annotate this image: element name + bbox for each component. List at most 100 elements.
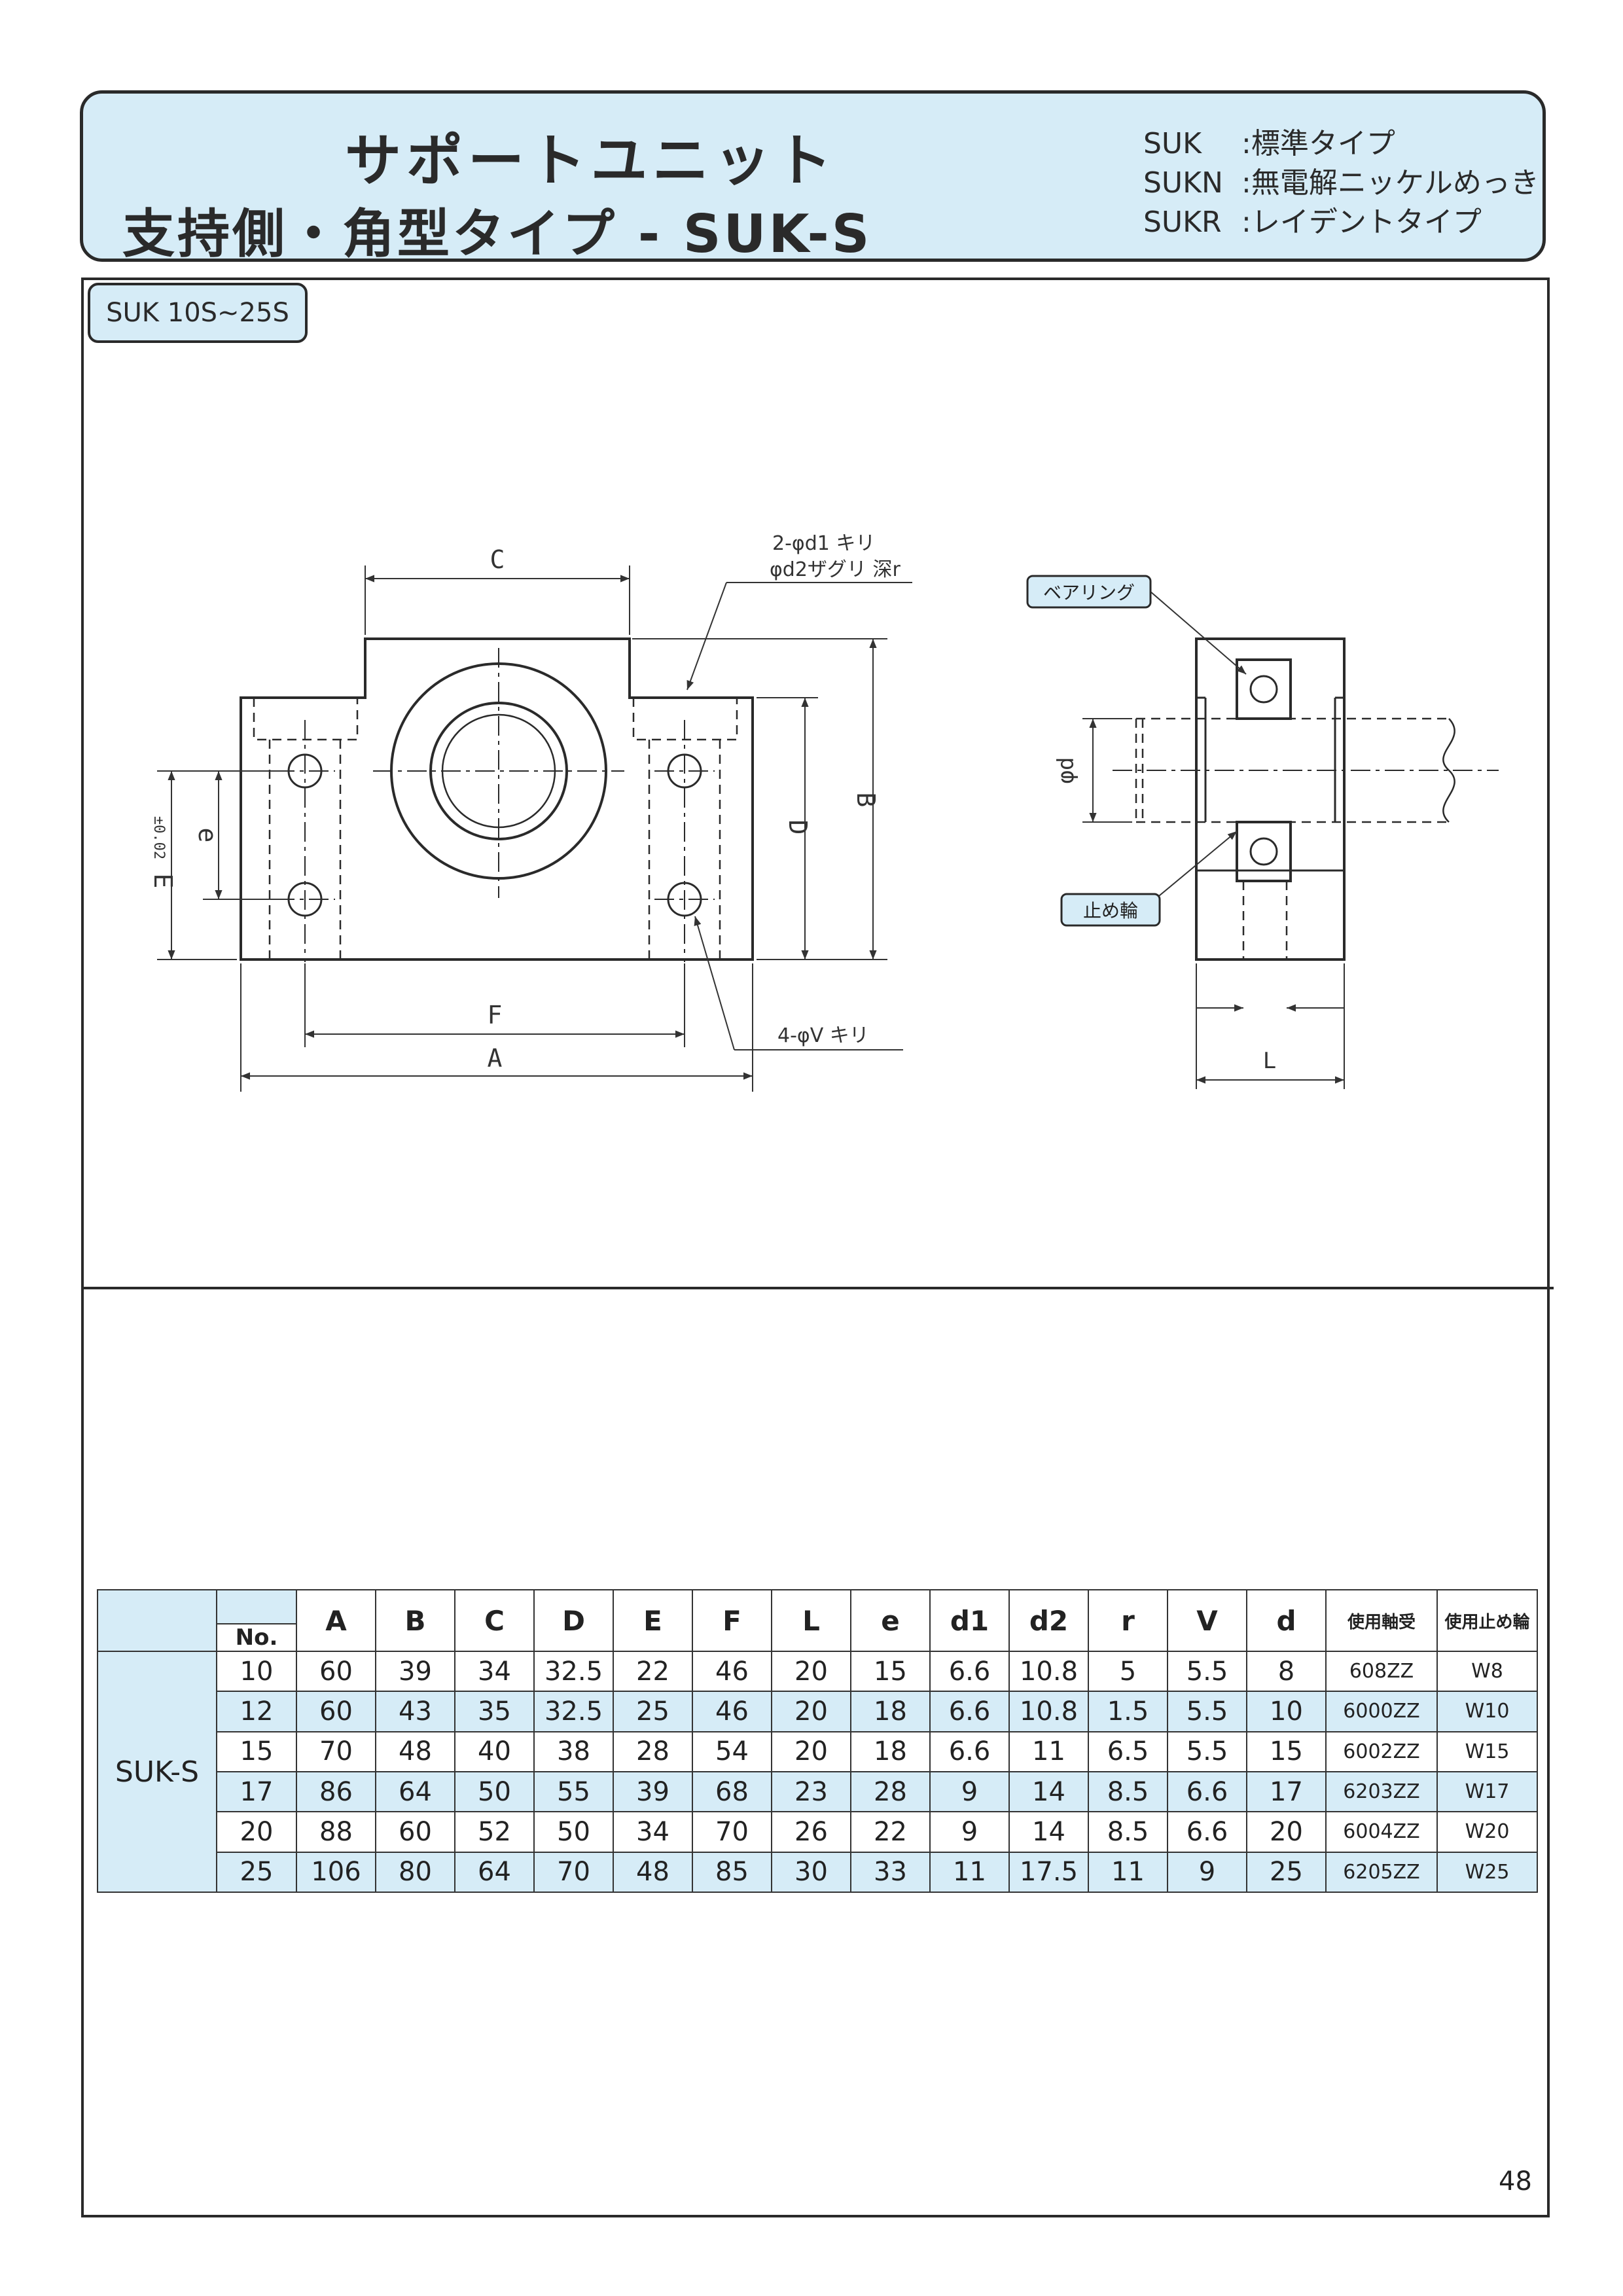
header-blank-top [216, 1589, 297, 1624]
table-cell: 60 [375, 1811, 455, 1853]
col-header: V [1167, 1589, 1247, 1652]
table-cell: 6.6 [1167, 1811, 1247, 1853]
spec-table: A B C D E F L e d1 d2 r V d 使用軸受 使用止め輪 N… [97, 1589, 1538, 1893]
variant-list: SUK:標準タイプ SUKN:無電解ニッケルめっき SUKR:レイデントタイプ [1143, 120, 1539, 239]
table-cell: 46 [692, 1691, 772, 1732]
dim-label-f: F [488, 1001, 503, 1030]
table-cell: 5.5 [1167, 1650, 1247, 1693]
table-cell: 6.6 [929, 1691, 1010, 1732]
model-range-label: SUK 10S~25S [88, 283, 308, 343]
table-cell: 40 [454, 1731, 535, 1772]
note-holes-line1: 2-φd1 キリ [772, 532, 875, 555]
table-cell: 35 [454, 1691, 535, 1732]
table-cell: 8.5 [1088, 1811, 1168, 1853]
callout-bearing: ベアリング [1026, 575, 1152, 609]
table-cell: W8 [1436, 1650, 1538, 1693]
col-header: r [1088, 1589, 1168, 1652]
bearing-ball-top [1249, 675, 1278, 704]
col-header: D [533, 1589, 614, 1652]
technical-drawing: C B D e E ±0.02 F A 2-φd1 キリ φd2ザグリ 深r 4… [149, 532, 1499, 1092]
table-cell: 18 [850, 1691, 931, 1732]
table-cell: 25 [613, 1691, 693, 1732]
table-cell: 33 [850, 1851, 931, 1893]
table-cell: 14 [1008, 1770, 1089, 1813]
dim-label-a: A [488, 1044, 503, 1073]
bearing-bottom [1236, 821, 1292, 882]
table-cell: 106 [296, 1851, 376, 1893]
col-header: C [454, 1589, 535, 1652]
table-row: SUK-S 10 60 39 34 32.5 22 46 20 15 6.6 1… [97, 1650, 1538, 1893]
table-cell: 22 [613, 1650, 693, 1693]
table-cell: 52 [454, 1811, 535, 1853]
table-cell: 25 [216, 1851, 297, 1893]
side-view [1113, 637, 1499, 961]
table-cell: 64 [454, 1851, 535, 1893]
callout-ring-label: 止め輪 [1083, 900, 1138, 922]
front-dimensions [157, 565, 912, 1092]
table-cell: 10 [1246, 1691, 1327, 1732]
front-view [240, 637, 754, 962]
table-cell: 5.5 [1167, 1691, 1247, 1732]
shaft-break [1442, 718, 1455, 823]
table-cell: 28 [613, 1731, 693, 1772]
table-cell: 70 [296, 1731, 376, 1772]
bearing-ball-bottom [1249, 837, 1278, 866]
table-cell: 50 [533, 1811, 614, 1853]
dim-label-l: L [1263, 1048, 1276, 1074]
header-blank [97, 1589, 217, 1652]
table-cell: 80 [375, 1851, 455, 1893]
col-header: d1 [929, 1589, 1010, 1652]
table-cell: 6002ZZ [1325, 1731, 1438, 1772]
note-mount-holes: 4-φV キリ [777, 1024, 869, 1047]
shaft-hidden-lines [1135, 717, 1446, 960]
callout-retaining-ring: 止め輪 [1060, 893, 1161, 927]
block-outline [240, 637, 754, 961]
table-cell: 34 [613, 1811, 693, 1853]
callout-bearing-label: ベアリング [1043, 582, 1135, 603]
table-cell: 17.5 [1008, 1851, 1089, 1893]
table-cell: 12 [216, 1691, 297, 1732]
variant-row: SUK:標準タイプ [1143, 120, 1539, 160]
dim-label-d: D [783, 820, 812, 835]
table-header-row: A B C D E F L e d1 d2 r V d 使用軸受 使用止め輪 [97, 1589, 1538, 1652]
bearing-outer [429, 702, 568, 840]
col-header-bearing: 使用軸受 [1325, 1589, 1438, 1652]
table-cell: 15 [850, 1650, 931, 1693]
variant-desc: :レイデントタイプ [1241, 206, 1482, 239]
table-cell: 11 [929, 1851, 1010, 1893]
dim-label-d-shaft: φd [1053, 757, 1079, 784]
table-cell: 38 [533, 1731, 614, 1772]
side-outline [1195, 637, 1346, 961]
table-cell: 70 [533, 1851, 614, 1893]
table-cell: 28 [850, 1770, 931, 1813]
table-cell: 86 [296, 1770, 376, 1813]
table-cell: 18 [850, 1731, 931, 1772]
table-cell: 8.5 [1088, 1770, 1168, 1813]
table-cell: 39 [375, 1650, 455, 1693]
table-cell: 10.8 [1008, 1691, 1089, 1732]
table-cell: 20 [771, 1650, 851, 1693]
table-cell: 9 [1167, 1851, 1247, 1893]
title-line1: サポートユニット [345, 128, 837, 194]
table-cell: 43 [375, 1691, 455, 1732]
table-cell: 85 [692, 1851, 772, 1893]
table-cell: 68 [692, 1770, 772, 1813]
table-cell: 20 [216, 1811, 297, 1853]
side-dimensions [1082, 591, 1345, 1089]
table-cell: 39 [613, 1770, 693, 1813]
table-row: 25 106 80 64 70 48 85 30 33 11 17.5 11 9… [98, 1851, 1538, 1893]
dim-label-E: E [149, 874, 177, 889]
table-cell: 32.5 [533, 1691, 614, 1732]
table-cell: 6203ZZ [1325, 1770, 1438, 1813]
table-cell: 48 [613, 1851, 693, 1893]
table-cell: 64 [375, 1770, 455, 1813]
table-cell: 30 [771, 1851, 851, 1893]
table-cell: 17 [1246, 1770, 1327, 1813]
table-row: 17 86 64 50 55 39 68 23 28 9 14 8.5 6.6 … [98, 1770, 1538, 1813]
variant-code: SUKR [1143, 206, 1222, 239]
table-cell: 50 [454, 1770, 535, 1813]
series-cell: SUK-S [97, 1651, 217, 1893]
variant-desc: :標準タイプ [1241, 127, 1395, 160]
section-divider [81, 1287, 1554, 1289]
table-row: 15 70 48 40 38 28 54 20 18 6.6 11 6.5 5.… [98, 1731, 1538, 1772]
